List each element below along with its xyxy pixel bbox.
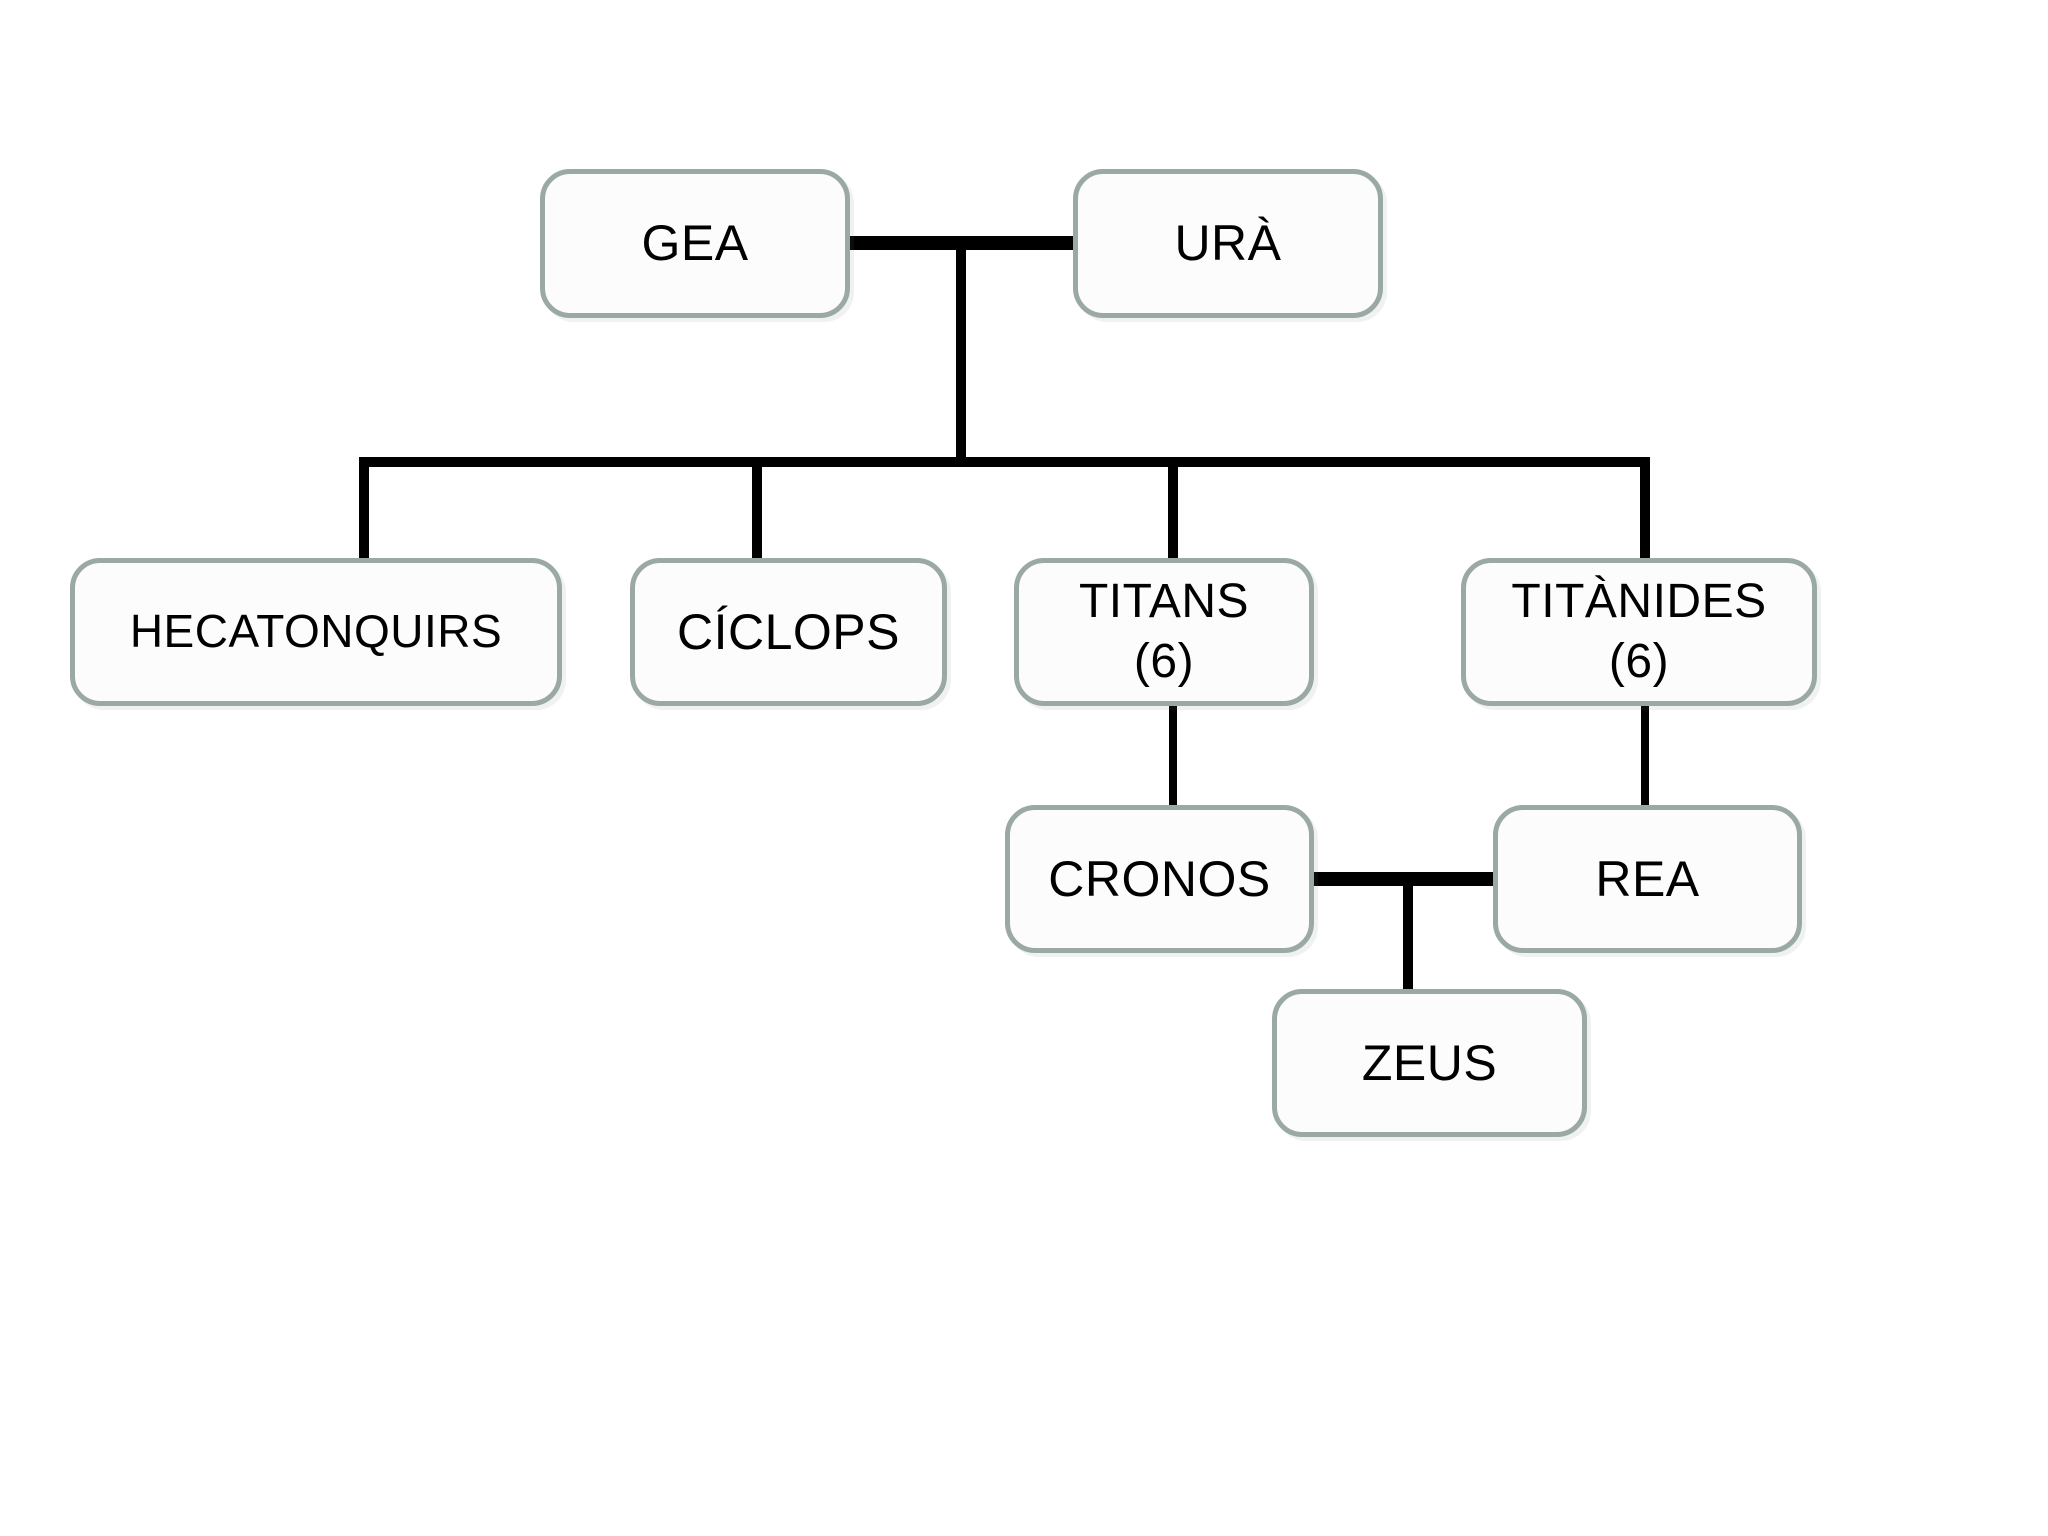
node-rea: REA [1493,805,1802,953]
edge-stub-ciclops [752,457,762,562]
node-cronos-label: CRONOS [1048,850,1271,907]
node-zeus: ZEUS [1272,989,1587,1137]
edge-children-distribution [359,457,1650,467]
node-hecatonquirs-label: HECATONQUIRS [129,605,503,658]
node-titans: TITANS (6) [1014,558,1314,706]
node-zeus-label: ZEUS [1361,1034,1498,1091]
node-titanides-count: (6) [1608,635,1670,688]
edge-descent-titanides-rea [1641,704,1649,809]
node-ura: URÀ [1073,169,1383,318]
node-titans-count: (6) [1133,635,1195,688]
node-titans-label: TITANS [1078,575,1250,628]
edge-descent-titans-cronos [1169,704,1177,809]
node-rea-label: REA [1595,850,1700,907]
node-titanides: TITÀNIDES (6) [1461,558,1817,706]
edge-stub-titans [1168,457,1178,562]
node-ciclops: CÍCLOPS [630,558,947,706]
edge-stub-titanides [1640,457,1650,562]
node-hecatonquirs: HECATONQUIRS [70,558,562,706]
edge-union1-drop [956,243,966,467]
node-gea-label: GEA [641,215,749,272]
node-ciclops-label: CÍCLOPS [676,603,900,660]
node-titanides-label: TITÀNIDES [1511,575,1767,628]
node-cronos: CRONOS [1005,805,1314,953]
node-ura-label: URÀ [1174,215,1282,272]
edge-union2-drop-zeus [1403,879,1413,991]
edge-stub-hecatonquirs [359,457,369,562]
node-gea: GEA [540,169,850,318]
